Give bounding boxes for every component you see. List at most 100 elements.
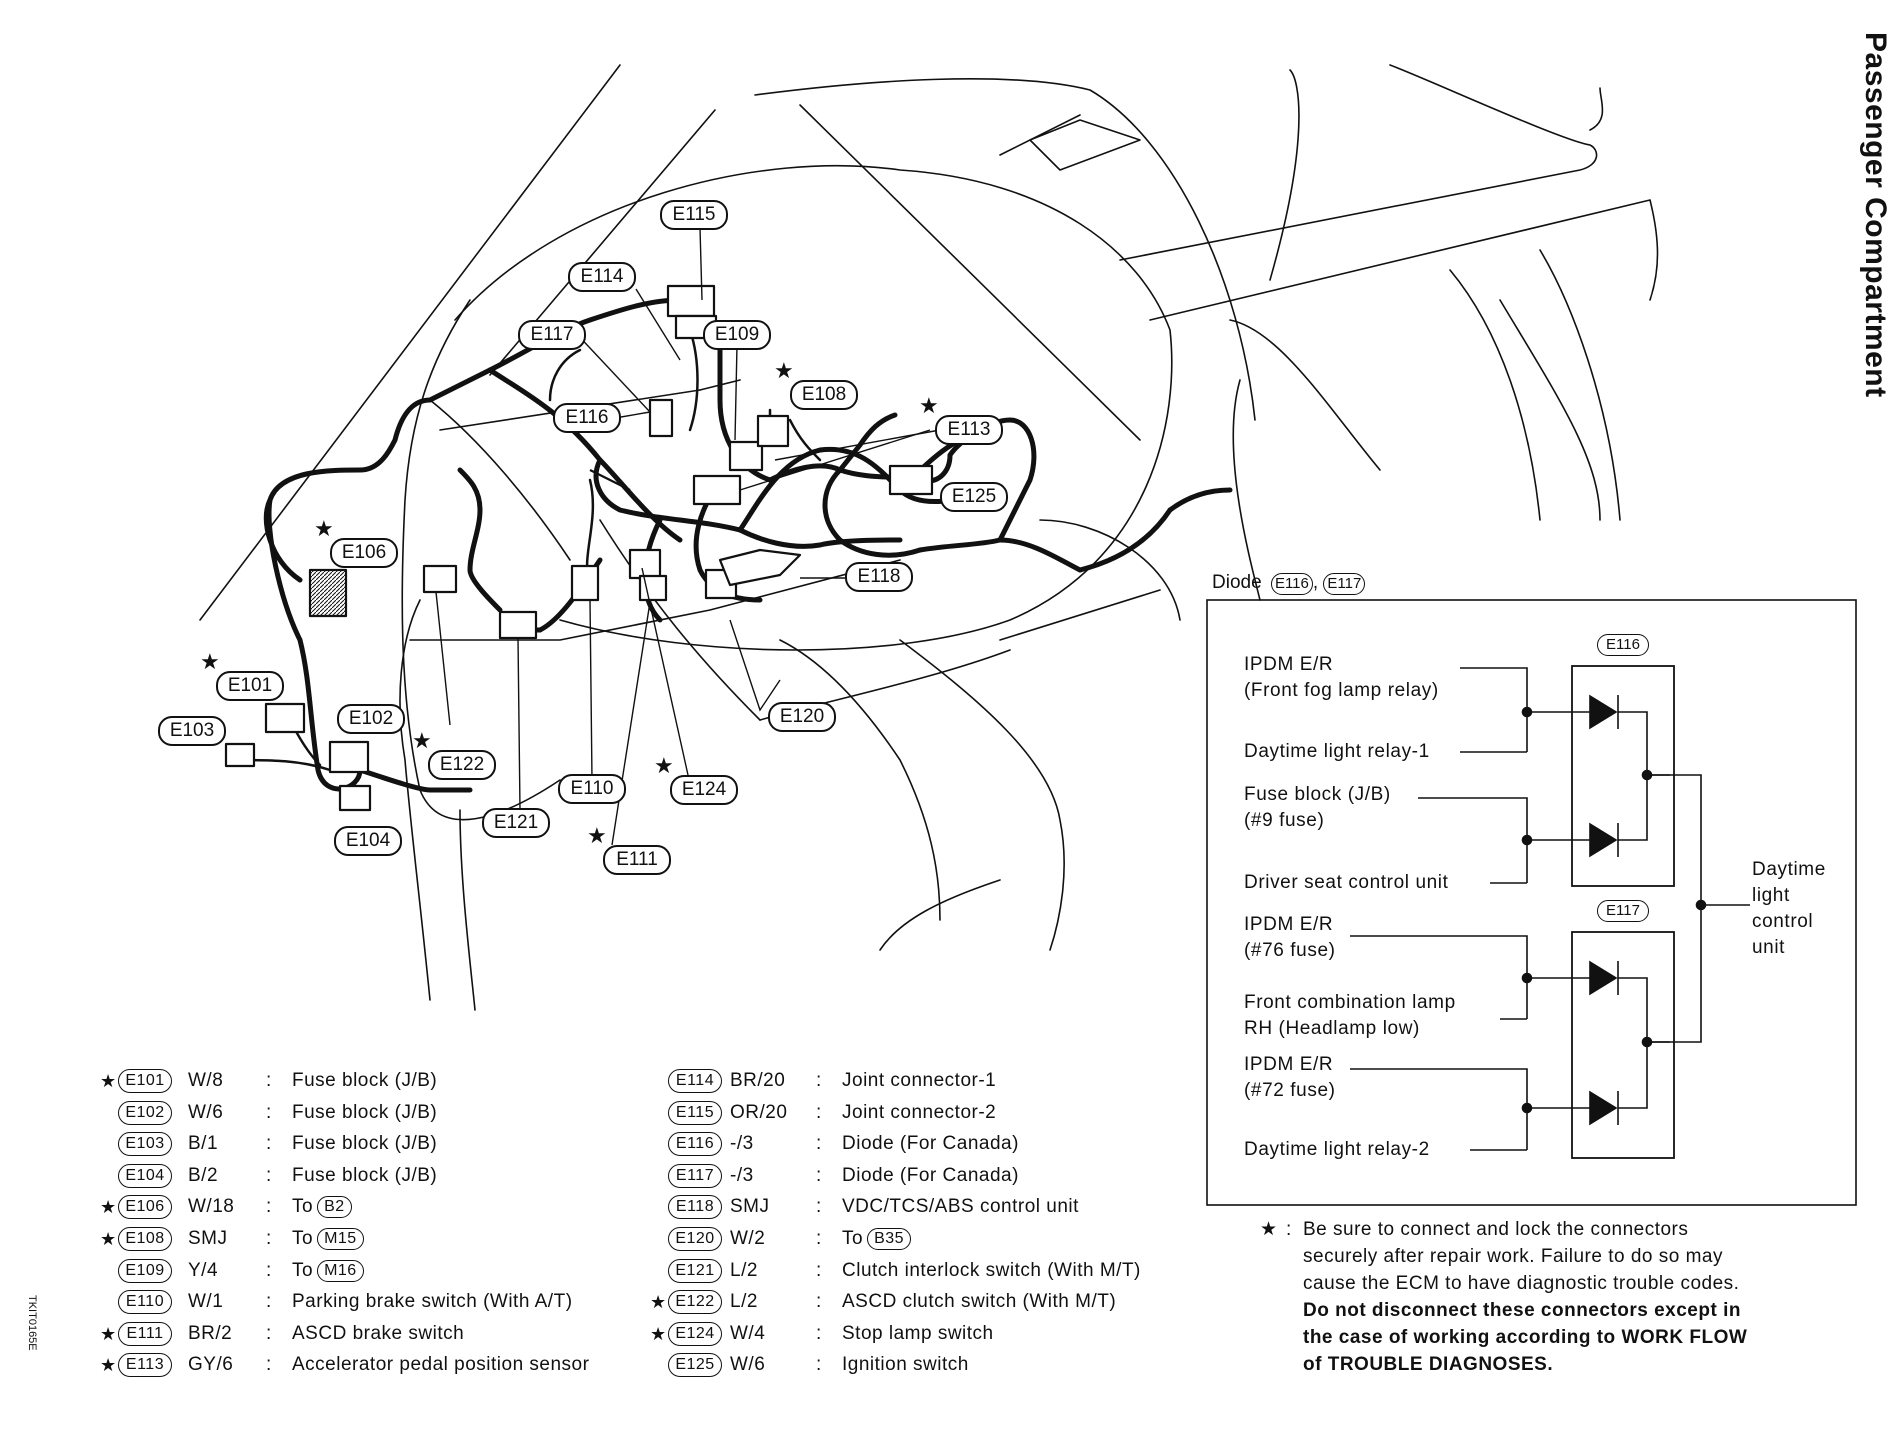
legend-reference-connector: B35 — [867, 1227, 912, 1250]
connector-bodies — [224, 284, 934, 812]
legend-connector-code: E114 — [668, 1069, 722, 1093]
note-colon: : — [1286, 1219, 1292, 1240]
legend-connector-code: E103 — [118, 1132, 172, 1157]
legend-description-text: Diode (For Canada) — [842, 1133, 1019, 1155]
legend-wire-spec: W/1 — [188, 1291, 224, 1313]
input-front-combination-lamp: Front combination lamp RH (Headlamp low) — [1244, 990, 1456, 1042]
legend-description-text: Joint connector-1 — [842, 1070, 997, 1091]
star-icon: ★ — [314, 516, 334, 541]
legend-colon: : — [816, 1228, 822, 1249]
harness-branches — [238, 328, 822, 772]
output-line: control — [1752, 911, 1814, 932]
legend-connector-code: E113 — [118, 1353, 172, 1378]
legend-description-text: VDC/TCS/ABS control unit — [842, 1196, 1079, 1218]
legend-colon: : — [266, 1070, 272, 1091]
legend-colon: : — [266, 1164, 272, 1186]
legend-description-text: Joint connector-2 — [842, 1101, 997, 1123]
legend-colon: : — [816, 1354, 822, 1376]
input-line: (Front fog lamp relay) — [1244, 680, 1439, 701]
legend-reference-connector: M16 — [317, 1259, 364, 1282]
input-line: IPDM E/R — [1244, 654, 1334, 675]
legend-description-text: Fuse block (J/B) — [292, 1070, 438, 1091]
legend-reference-connector: B2 — [317, 1196, 352, 1219]
legend-colon: : — [266, 1259, 272, 1281]
legend-wire-spec: SMJ — [730, 1196, 770, 1218]
diode-heading-label: Diode — [1212, 572, 1262, 593]
star-icon: ★ — [654, 753, 674, 778]
callout-e104: E104 — [334, 826, 402, 856]
input-line: Driver seat control unit — [1244, 872, 1449, 893]
legend-colon: : — [816, 1133, 822, 1155]
callout-e102: E102 — [337, 704, 405, 734]
input-driver-seat-unit: Driver seat control unit — [1244, 870, 1448, 896]
input-ipdm-72: IPDM E/R (#72 fuse) — [1244, 1052, 1336, 1104]
connector-E116 — [648, 398, 674, 438]
legend-description: ASCD clutch switch (With M/T) — [842, 1287, 1116, 1317]
callout-e113: E113 — [935, 415, 1003, 445]
diode-schematic — [1206, 599, 1857, 1206]
callout-e111: E111 — [603, 845, 671, 875]
legend-star: ★ — [650, 1323, 667, 1344]
legend-star: ★ — [100, 1071, 117, 1091]
star-icon: ★ — [919, 393, 939, 418]
legend-connector-code: E125 — [668, 1353, 722, 1378]
callout-e122: E122 — [428, 750, 496, 780]
legend-connector-code: E109 — [118, 1258, 172, 1283]
diode-heading-code-e116: E116 — [1270, 573, 1313, 595]
callout-e125: E125 — [940, 482, 1008, 512]
legend-star: ★ — [100, 1323, 117, 1344]
legend-colon: : — [816, 1259, 822, 1281]
output-line: Daytime — [1752, 859, 1826, 880]
callout-e108: E108 — [790, 380, 858, 410]
legend-wire-spec: Y/4 — [188, 1259, 219, 1281]
legend-colon: : — [816, 1291, 822, 1313]
connector-E124 — [628, 548, 662, 580]
legend-description-text: To — [292, 1259, 314, 1281]
legend-wire-spec: W/6 — [730, 1354, 766, 1376]
connector-E114 — [666, 284, 716, 318]
connector-E113 — [692, 474, 742, 506]
legend-colon: : — [266, 1133, 272, 1155]
legend-connector-code: E102 — [118, 1100, 172, 1125]
legend-connector-code: E116 — [668, 1132, 722, 1157]
legend-wire-spec: W/8 — [188, 1070, 224, 1091]
legend-description-text: To — [292, 1196, 314, 1218]
note-line: cause the ECM to have diagnostic trouble… — [1303, 1273, 1740, 1294]
connector-stud — [589, 469, 631, 491]
input-line: Front combination lamp — [1244, 992, 1456, 1013]
legend-star: ★ — [100, 1355, 117, 1376]
diode-heading: Diode E116, E117 — [1212, 570, 1366, 596]
legend-colon: : — [266, 1322, 272, 1344]
legend-connector-code: E111 — [118, 1321, 172, 1346]
legend-colon: : — [816, 1196, 822, 1218]
legend-star: ★ — [650, 1292, 667, 1313]
input-line: IPDM E/R — [1244, 1054, 1334, 1075]
harness-main — [263, 297, 1233, 793]
connector-E118 — [718, 548, 802, 587]
connector-E109 — [728, 440, 764, 472]
input-line: (#76 fuse) — [1244, 940, 1336, 961]
connector-E122 — [422, 564, 458, 594]
callout-e118: E118 — [845, 562, 913, 592]
connector-E108 — [756, 414, 790, 448]
input-daytime-relay-1: Daytime light relay-1 — [1244, 739, 1430, 765]
legend-description: Stop lamp switch — [842, 1319, 994, 1349]
legend-description-text: To — [842, 1228, 864, 1249]
input-fuse-block-9: Fuse block (J/B) (#9 fuse) — [1244, 782, 1391, 834]
legend-connector-code: E104 — [118, 1163, 172, 1188]
callout-e110: E110 — [558, 774, 626, 804]
note-line: securely after repair work. Failure to d… — [1303, 1246, 1723, 1267]
legend-connector-code: E124 — [668, 1321, 722, 1346]
legend-connector-code: E120 — [668, 1227, 722, 1251]
diode-unit-e116: E116 — [1597, 634, 1649, 656]
input-ipdm-76: IPDM E/R (#76 fuse) — [1244, 912, 1336, 964]
